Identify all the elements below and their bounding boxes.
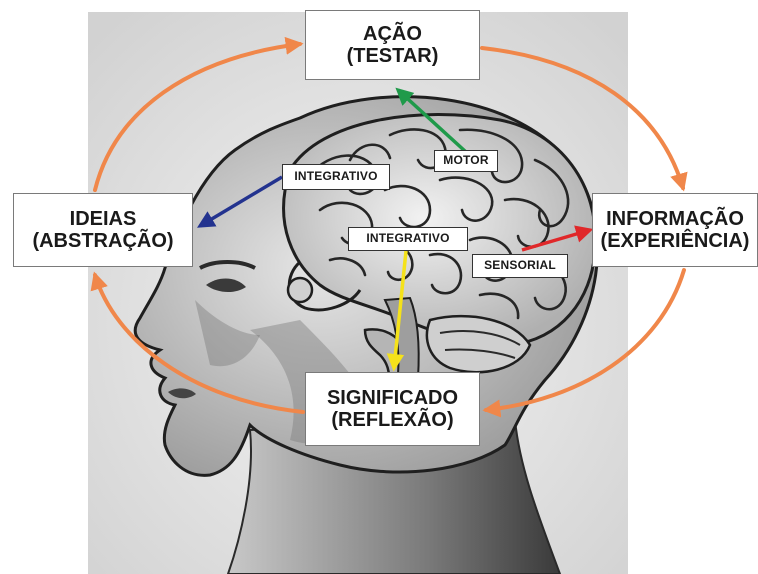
label-sensorial: SENSORIAL xyxy=(472,254,568,278)
node-ideias-subtitle: (ABSTRAÇÃO) xyxy=(32,230,173,252)
label-motor: MOTOR xyxy=(434,150,498,172)
cycle-arrow-ideias-to-acao xyxy=(95,44,300,190)
integrativo-temporal-arrow xyxy=(394,251,406,368)
node-significado-title: SIGNIFICADO xyxy=(327,387,458,409)
node-significado: SIGNIFICADO (REFLEXÃO) xyxy=(305,372,480,446)
node-informacao-title: INFORMAÇÃO xyxy=(606,208,744,230)
label-integrativo-frontal: INTEGRATIVO xyxy=(282,164,390,190)
node-informacao: INFORMAÇÃO (EXPERIÊNCIA) xyxy=(592,193,758,267)
cycle-arrow-acao-to-informacao xyxy=(482,48,683,188)
integrativo-frontal-arrow xyxy=(200,177,282,226)
node-significado-subtitle: (REFLEXÃO) xyxy=(331,409,453,431)
cycle-arrow-informacao-to-significado xyxy=(486,270,684,410)
node-acao-subtitle: (TESTAR) xyxy=(347,45,439,67)
sensorial-arrow xyxy=(522,230,590,250)
node-acao-title: AÇÃO xyxy=(363,23,422,45)
node-acao: AÇÃO (TESTAR) xyxy=(305,10,480,80)
node-ideias-title: IDEIAS xyxy=(70,208,137,230)
node-informacao-subtitle: (EXPERIÊNCIA) xyxy=(601,230,750,252)
motor-arrow xyxy=(398,90,466,152)
node-ideias: IDEIAS (ABSTRAÇÃO) xyxy=(13,193,193,267)
cycle-arrow-significado-to-ideias xyxy=(95,275,303,412)
label-integrativo-temporal: INTEGRATIVO xyxy=(348,227,468,251)
